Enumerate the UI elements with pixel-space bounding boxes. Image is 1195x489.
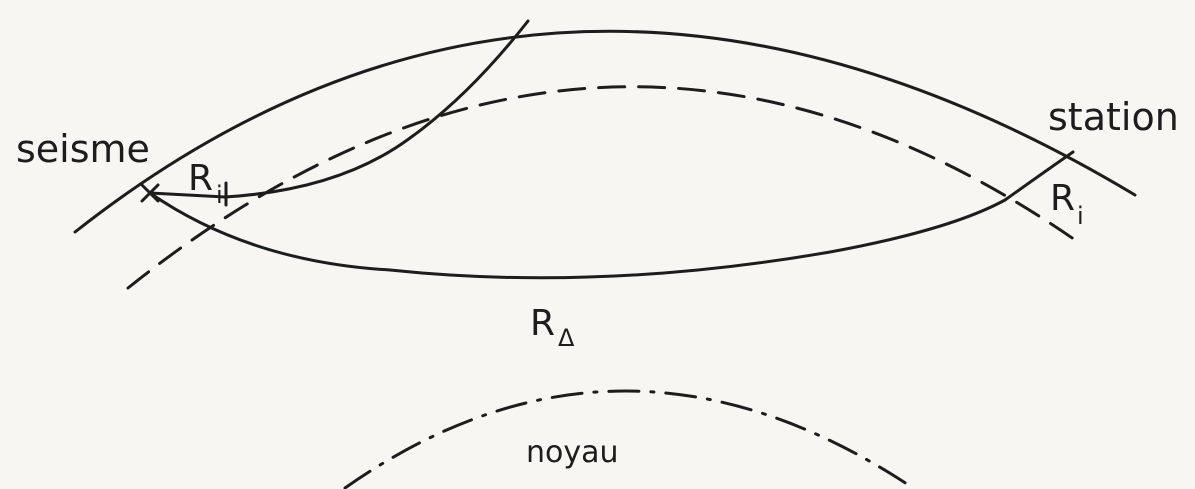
earth-surface-arc bbox=[73, 29, 1137, 234]
svg-text:i: i bbox=[1077, 202, 1084, 230]
ray-seisme-to-surface bbox=[148, 19, 530, 199]
label-station: station bbox=[1048, 95, 1179, 139]
svg-text:R: R bbox=[1050, 178, 1075, 219]
discontinuity-dashed-arc bbox=[126, 85, 1080, 290]
label-seisme: seisme bbox=[16, 127, 150, 171]
seisme-cross-icon bbox=[140, 183, 160, 203]
label-core: noyau bbox=[526, 435, 619, 470]
ray-near-station bbox=[1003, 150, 1075, 202]
svg-text:Δ: Δ bbox=[558, 324, 575, 352]
svg-text:R: R bbox=[188, 158, 213, 199]
label-ri-right: R i bbox=[1050, 178, 1084, 230]
core-boundary-arc bbox=[343, 389, 912, 489]
svg-text:R: R bbox=[530, 303, 555, 344]
label-r-delta: R Δ bbox=[530, 303, 575, 352]
label-ri-left: R i bbox=[188, 158, 223, 209]
svg-text:i: i bbox=[216, 181, 223, 209]
direct-ray-r-delta bbox=[148, 191, 1007, 280]
